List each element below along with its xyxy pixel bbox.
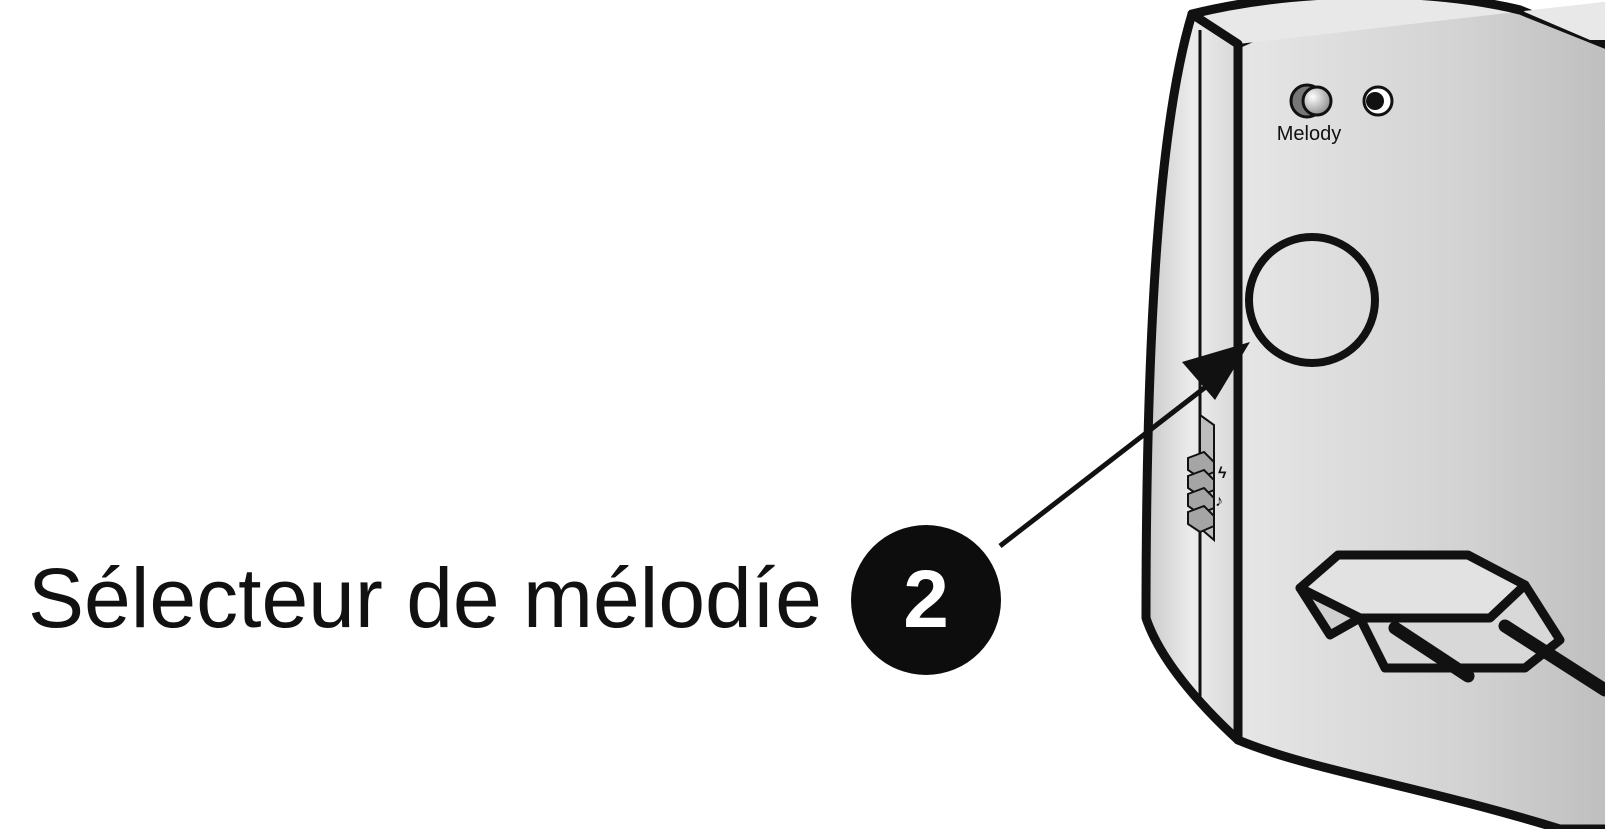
callout-number-badge: 2 [851, 525, 1001, 675]
device-top-outline [1187, 0, 1525, 19]
callout-arrowhead [1182, 342, 1250, 400]
selector-symbol-lightning: ϟ [1218, 465, 1227, 482]
callout-label: Sélecteur de mélodíe [28, 551, 822, 645]
device-top-edge [1192, 0, 1605, 44]
melody-label: Melody [1277, 123, 1341, 145]
melody-selector-switch [1187, 413, 1215, 543]
melody-button-icon [1289, 83, 1333, 119]
callout-arrow-shaft [998, 370, 1227, 548]
speaker-ring [1245, 233, 1379, 367]
device-side-panel [1141, 9, 1243, 745]
selector-symbol-note: ♪ [1215, 493, 1223, 510]
status-led-icon [1362, 85, 1394, 117]
device-top-seam [1187, 9, 1243, 49]
power-plug-icon [1295, 550, 1605, 697]
